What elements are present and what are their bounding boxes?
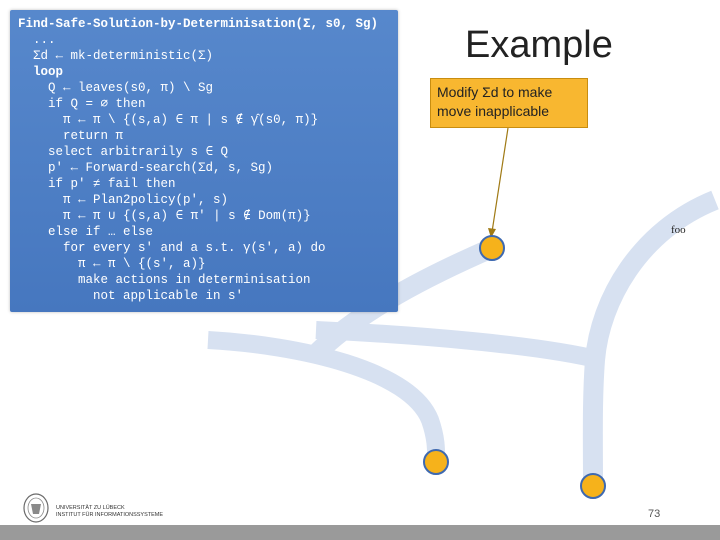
code-line-18: not applicable in s': [18, 289, 244, 303]
code-line-7: π ← π \ {(s,a) ∈ π | s ∉ γ̂(s0, π)}: [18, 113, 319, 127]
slide-title: Example: [465, 24, 613, 66]
institute-name: INSTITUT FÜR INFORMATIONSSYSTEME: [56, 512, 164, 518]
code-line-15: for every s' and a s.t. γ(s', a) do: [18, 241, 326, 255]
branch-middle: [315, 321, 603, 369]
code-line-8: return π: [18, 129, 124, 143]
tree-node-bottom-left: [423, 449, 449, 475]
tree-node-bottom-right: [580, 473, 606, 499]
code-line-9: select arbitrarily s ∈ Q: [18, 145, 229, 159]
code-line-12: π ← Plan2policy(p', s): [18, 193, 229, 207]
branch-left: [207, 331, 446, 461]
code-line-13: π ← π ∪ {(s,a) ∈ π' | s ∉ Dom(π)}: [18, 209, 311, 223]
university-name: UNIVERSITÄT ZU LÜBECK: [56, 505, 125, 511]
code-line-6: if Q = ∅ then: [18, 97, 146, 111]
code-line-10: p' ← Forward-search(Σd, s, Sg): [18, 161, 274, 175]
code-line-4: loop: [18, 65, 64, 79]
code-line-11: if p' ≠ fail then: [18, 177, 176, 191]
code-line-17: make actions in determinisation: [18, 273, 311, 287]
callout-arrow: [491, 127, 509, 233]
callout-arrowhead: [488, 228, 496, 238]
university-seal-icon: [23, 493, 49, 523]
algorithm-code-box: Find-Safe-Solution-by-Determinisation(Σ,…: [10, 10, 398, 312]
tree-node-top: [479, 235, 505, 261]
page-number: 73: [648, 508, 661, 520]
code-line-1: Find-Safe-Solution-by-Determinisation(Σ,…: [18, 17, 379, 31]
code-line-14: else if … else: [18, 225, 154, 239]
code-line-5: Q ← leaves(s0, π) \ Sg: [18, 81, 214, 95]
code-line-2: ...: [18, 33, 56, 47]
foo-label: foo: [671, 224, 686, 236]
callout-box: Modify Σd to make move inapplicable: [430, 78, 588, 128]
code-line-3: Σd ← mk-deterministic(Σ): [18, 49, 214, 63]
university-logo-text: UNIVERSITÄT ZU LÜBECK INSTITUT FÜR INFOR…: [56, 505, 163, 519]
footer-bar: [0, 525, 720, 540]
branch-right-main: [582, 190, 719, 486]
code-line-16: π ← π \ {(s', a)}: [18, 257, 206, 271]
